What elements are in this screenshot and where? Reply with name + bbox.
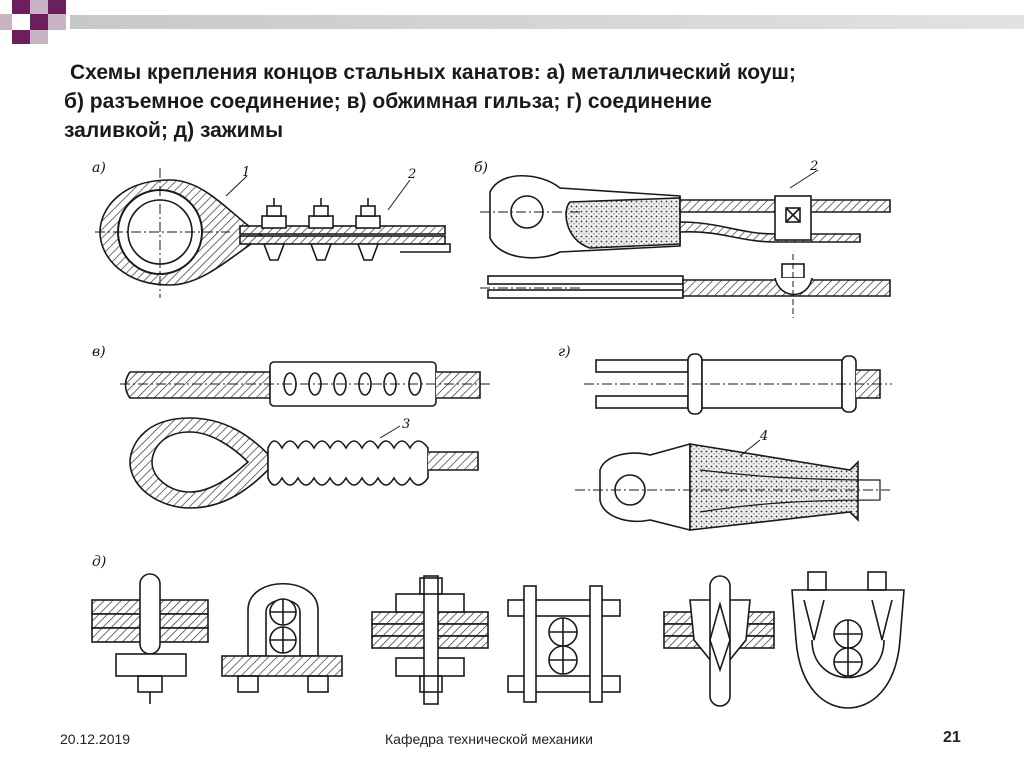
callout-1: 1 <box>242 165 250 180</box>
callout-2a: 2 <box>407 167 416 182</box>
header-decoration <box>0 0 1024 44</box>
callout-4: 4 <box>759 429 768 444</box>
deco-square-dark <box>12 30 30 44</box>
diagram-d-clamps <box>91 571 905 709</box>
rope-fastening-figure: а) б) в) г) д) 1 2 2 3 4 <box>91 159 905 709</box>
header-gray-bar <box>70 15 1024 29</box>
diagram-v-sleeve <box>120 361 490 509</box>
label-v: в) <box>92 344 106 360</box>
deco-square-dark <box>30 14 48 30</box>
label-a: а) <box>92 160 106 176</box>
diagram-b-detachable <box>480 169 891 318</box>
deco-square-light <box>0 14 12 30</box>
deco-square-light <box>30 30 48 44</box>
title-line-2: б) разъемное соединение; в) обжимная гил… <box>64 90 712 113</box>
footer-department: Кафедра технической механики <box>385 731 593 747</box>
callout-3: 3 <box>402 417 410 432</box>
diagram-a-thimble <box>95 168 451 298</box>
title-line-3: заливкой; д) зажимы <box>64 119 284 142</box>
deco-square-dark <box>12 0 30 14</box>
footer-date: 20.12.2019 <box>60 731 131 747</box>
callout-2b: 2 <box>809 159 818 174</box>
deco-square-light <box>48 14 66 30</box>
diagram-g-socket <box>575 353 892 532</box>
deco-square-dark <box>48 0 66 14</box>
slide-title: Схемы крепления концов стальных канатов:… <box>64 58 994 145</box>
title-line-1: Схемы крепления концов стальных канатов:… <box>70 61 796 84</box>
label-d: д) <box>92 554 106 570</box>
slide-number: 21 <box>943 729 961 746</box>
label-b: б) <box>474 160 488 176</box>
label-g: г) <box>558 344 571 360</box>
deco-square-light <box>30 0 48 14</box>
